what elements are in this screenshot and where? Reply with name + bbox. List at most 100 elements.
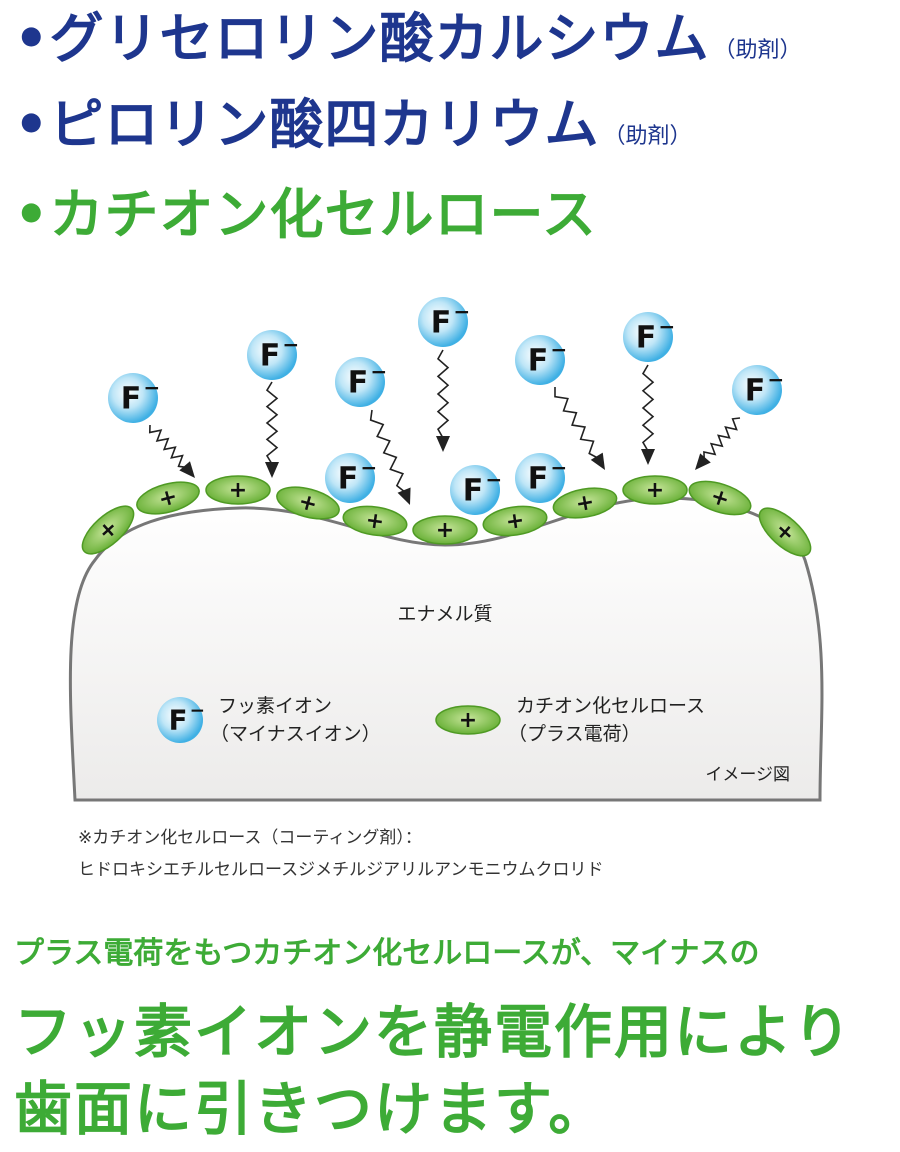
cationic-cellulose: + [688,480,752,516]
ion-circle [157,697,203,743]
plus-sign: + [229,478,247,503]
ion-symbol: F [348,366,369,401]
ion-charge: − [486,467,503,491]
attraction-arrow [695,417,741,470]
ion-circle [450,465,500,515]
cellulose-ellipse [342,505,408,537]
fluoride-ion: F− [450,465,502,515]
cationic-cellulose: + [136,481,200,515]
ion-symbol: F [636,321,657,356]
ion-circle [515,335,565,385]
image-note: イメージ図 [705,765,790,785]
attraction-arrow [554,386,605,470]
attraction-arrow [369,409,411,505]
plus-sign: + [436,518,454,543]
arrow-head [695,453,711,470]
legend-cellulose-label: カチオン化セルロース [516,695,705,717]
fluoride-adhesion-diagram: +++++++++++ F−F−F−F−F−F−F−F−F−F− エナメル質 F… [68,297,824,802]
arrow-head [265,462,279,478]
cellulose-ellipse [482,505,548,537]
ion-circle [515,453,565,503]
cationic-cellulose: + [412,515,478,545]
ion-charge: − [454,299,471,323]
arrow-head [397,487,411,505]
ion-symbol: F [528,344,549,379]
cellulose-ellipse [136,481,200,515]
fluoride-ion: F− [515,335,567,385]
cationic-cellulose: + [276,486,340,520]
cellulose-ellipse [758,507,812,557]
cellulose-ellipse [276,486,340,520]
ion-symbol: F [121,382,142,417]
ion-symbol: F [260,339,281,374]
ion-symbol: F [338,462,359,497]
plus-sign: + [459,708,477,733]
plus-sign: + [364,508,386,535]
ion-circle [108,373,158,423]
ion-symbol: F [745,374,766,409]
ion-charge: − [659,314,676,338]
ion-charge: − [283,332,300,356]
cellulose-ellipse [435,705,501,735]
heading-cationic-cellulose: •カチオン化セルロース [14,183,597,246]
cationic-cellulose: + [622,475,688,505]
plus-sign: + [504,508,526,535]
attraction-arrow [436,349,450,452]
arrow-head [641,449,655,465]
fluoride-ion: F− [157,697,205,743]
ion-circle [418,297,468,347]
cationic-cellulose: + [205,475,271,505]
plus-sign: + [646,478,664,503]
cellulose-ellipse [205,475,271,505]
cationic-cellulose: + [435,705,501,735]
ion-circle [335,357,385,407]
ion-charge: − [144,375,161,399]
footnote-line2: ヒドロキシエチルセルロースジメチルジアリルアンモニウムクロリド [78,860,604,880]
attraction-arrow [265,381,279,478]
legend-ion-label: フッ素イオン [218,695,332,717]
ion-symbol: F [463,474,484,509]
fluoride-ion: F− [247,330,299,380]
ion-symbol: F [169,704,188,737]
ion-circle [325,453,375,503]
cellulose-ellipse [412,515,478,545]
cellulose-ellipse [688,480,752,516]
heading-glycerophosphate: •グリセロリン酸カルシウム（助剤） [14,7,802,70]
ion-charge: − [551,337,568,361]
cationic-cellulose: + [552,487,618,519]
arrow-head [590,452,605,470]
attraction-arrow [148,424,195,478]
ion-charge: − [190,701,205,722]
cellulose-ellipse [552,487,618,519]
legend-ion-sublabel: （マイナスイオン） [210,723,381,745]
footnote-line1: ※カチオン化セルロース（コーティング剤）： [78,828,422,848]
ion-charge: − [551,455,568,479]
ion-symbol: F [528,462,549,497]
legend-cellulose-sublabel: （プラス電荷） [508,723,641,745]
enamel-tooth-shape [68,496,824,802]
plus-sign: + [574,490,596,518]
ion-charge: − [361,455,378,479]
ion-circle [623,312,673,362]
fluoride-ion: F− [515,453,567,503]
summary-line3: 歯面に引きつけます。 [14,1075,609,1143]
summary-line1: プラス電荷をもつカチオン化セルロースが、マイナスの [14,936,760,971]
fluoride-ion: F− [325,453,377,503]
fluoride-ion: F− [732,365,784,415]
ion-circle [732,365,782,415]
cellulose-ellipse [81,505,135,555]
cationic-cellulose: + [482,505,548,537]
attraction-arrow [641,364,655,465]
ion-charge: − [371,359,388,383]
summary-line2: フッ素イオンを静電作用により [14,998,853,1066]
fluoride-ion: F− [418,297,470,347]
fluoride-ion: F− [108,373,160,423]
ion-symbol: F [431,306,452,341]
ion-circle [247,330,297,380]
cationic-cellulose: + [342,505,408,537]
enamel-label: エナメル質 [397,603,492,625]
arrow-head [436,436,450,452]
fluoride-ion: F− [623,312,675,362]
heading-pyrophosphate: •ピロリン酸四カリウム（助剤） [14,93,692,156]
arrow-head [179,461,195,478]
